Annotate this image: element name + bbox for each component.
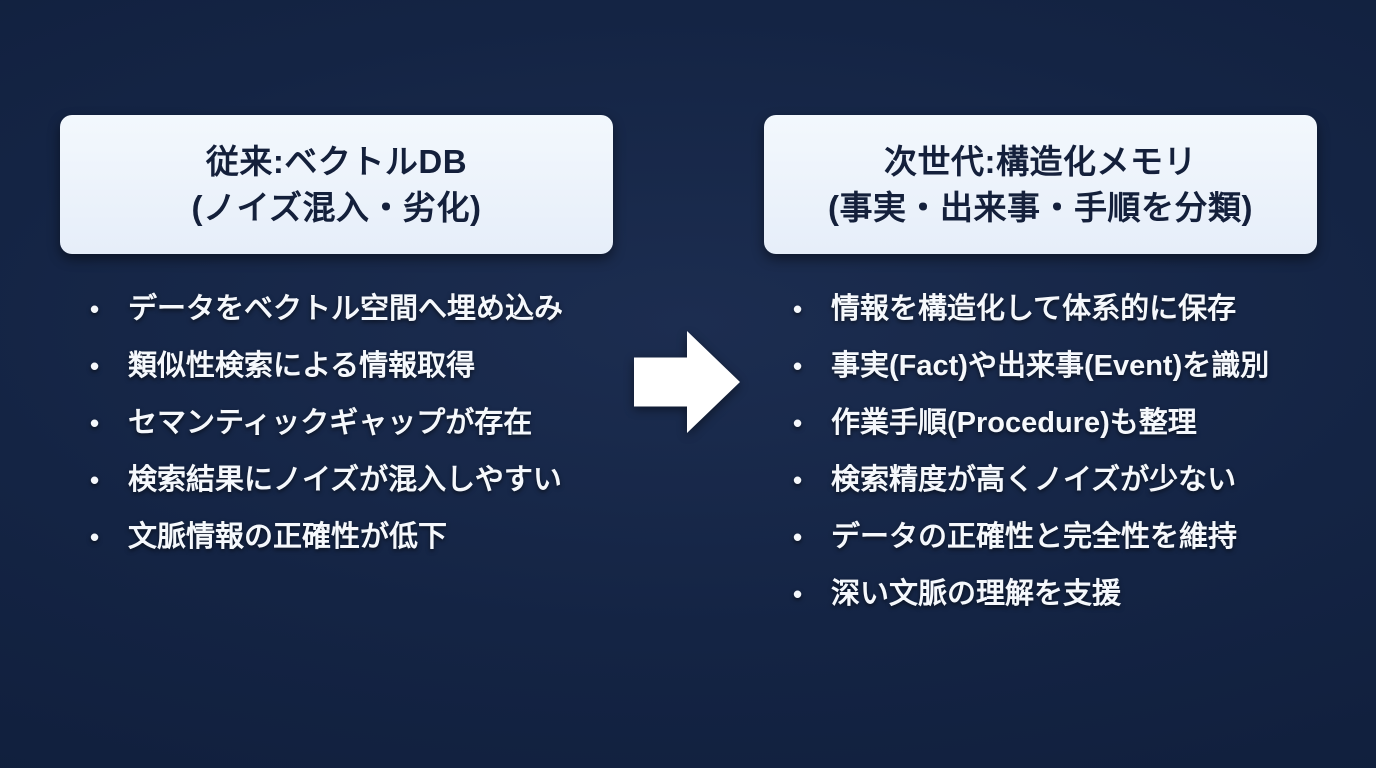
left-title-line1: 従来:ベクトルDB	[205, 142, 468, 180]
right-title-line2: (事実・出来事・手順を分類)	[828, 188, 1253, 226]
bullet-item: 情報を構造化して体系的に保存	[793, 287, 1333, 332]
bullet-item: 類似性検索による情報取得	[90, 344, 630, 389]
right-bullet-list: 情報を構造化して体系的に保存事実(Fact)や出来事(Event)を識別作業手順…	[793, 287, 1333, 629]
bullet-item: セマンティックギャップが存在	[90, 401, 630, 446]
bullet-item: 検索精度が高くノイズが少ない	[793, 458, 1333, 503]
bullet-item: データをベクトル空間へ埋め込み	[90, 287, 630, 332]
left-header-box: 従来:ベクトルDB (ノイズ混入・劣化)	[60, 115, 613, 254]
right-arrow-icon	[634, 331, 740, 433]
left-bullet-list: データをベクトル空間へ埋め込み類似性検索による情報取得セマンティックギャップが存…	[90, 287, 630, 572]
right-arrow-shape	[634, 331, 740, 433]
bullet-item: 作業手順(Procedure)も整理	[793, 401, 1333, 446]
right-title-line1: 次世代:構造化メモリ	[884, 142, 1197, 180]
bullet-item: データの正確性と完全性を維持	[793, 515, 1333, 560]
bullet-item: 事実(Fact)や出来事(Event)を識別	[793, 344, 1333, 389]
left-title-line2: (ノイズ混入・劣化)	[191, 188, 482, 226]
bullet-item: 文脈情報の正確性が低下	[90, 515, 630, 560]
bullet-item: 検索結果にノイズが混入しやすい	[90, 458, 630, 503]
bullet-item: 深い文脈の理解を支援	[793, 572, 1333, 617]
right-header-box: 次世代:構造化メモリ (事実・出来事・手順を分類)	[764, 115, 1317, 254]
